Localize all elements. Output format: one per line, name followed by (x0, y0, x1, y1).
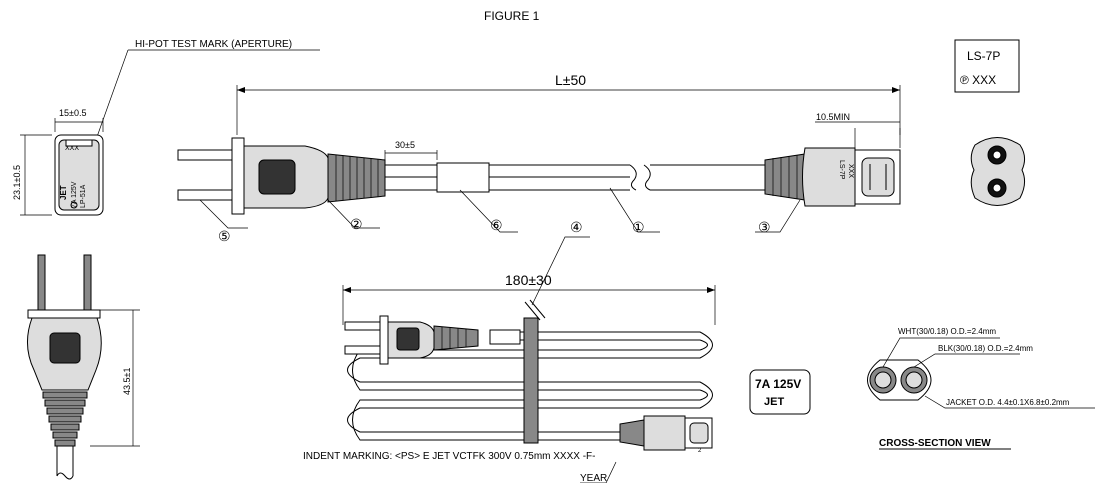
figure-title: FIGURE 1 (484, 9, 540, 23)
xs-blk-label: BLK(30/0.18) O.D.=2.4mm (938, 344, 1033, 353)
plug-face-model: LP-51A (80, 184, 87, 208)
hipot-leader (92, 49, 129, 149)
xs-title: CROSS-SECTION VIEW (879, 438, 991, 449)
plug-height-dim-line (20, 134, 52, 216)
jet-box-line2: JET (764, 396, 784, 408)
cross-section: WHT(30/0.18) O.D.=2.4mm BLK(30/0.18) O.D… (867, 327, 1095, 450)
jet-box-line1: 7A 125V (755, 377, 801, 391)
callout-2: ② (350, 216, 363, 232)
bundle-dim-line (342, 285, 716, 325)
bundled-cord (344, 299, 713, 451)
callout-6: ⑥ (490, 217, 503, 233)
sleeve-dim-line (384, 150, 438, 160)
plug-height-dim: 23.1±0.5 (12, 165, 22, 200)
indent-marking: INDENT MARKING: <PS> E JET VCTFK 300V 0.… (303, 451, 596, 462)
callout-3: ③ (758, 219, 771, 235)
ls-box-line1: LS-7P (967, 49, 1000, 63)
overall-length-dim: L±50 (555, 72, 586, 88)
plug-face-rating: 7A 125V (71, 181, 78, 208)
min-length-dim-line (815, 121, 901, 148)
hipot-label: HI-POT TEST MARK (APERTURE) (135, 39, 292, 50)
callout-4: ④ (570, 219, 583, 235)
connector-face-model: LS-7P (838, 160, 845, 180)
plug-side-dim-line (90, 309, 140, 447)
plug-face-xxx: XXX (65, 145, 79, 152)
bundle-dim: 180±30 (505, 272, 552, 288)
connector-face-xxx: XXX (847, 164, 854, 178)
ls-box-line2: ℗ XXX (960, 73, 996, 87)
year-label: YEAR (580, 473, 607, 483)
ls-label-box: LS-7P ℗ XXX (954, 39, 1020, 93)
overall-length-dim-line (236, 85, 901, 135)
plug-face-jet: JET (59, 185, 68, 200)
year-leader (580, 461, 617, 483)
min-length-dim: 10.5MIN (816, 112, 850, 122)
jet-label-box: 7A 125V JET (749, 369, 811, 415)
plug-width-dim-line (54, 118, 104, 132)
plug-side-dim: 43.5±1 (122, 368, 132, 395)
plug-front-view: XXX JET 7A 125V LP-51A (54, 134, 104, 216)
indent-superscript: 2 (698, 448, 702, 454)
plug-side-view (27, 254, 102, 480)
main-cable (385, 162, 765, 193)
plug-width-dim: 15±0.5 (59, 108, 86, 118)
xs-wht-label: WHT(30/0.18) O.D.=2.4mm (898, 327, 996, 336)
xs-jacket-label: JACKET O.D. 4.4±0.1X6.8±0.2mm (946, 398, 1070, 407)
callouts: ⑤ ② ⑥ ① ③ ④ (199, 187, 801, 306)
sleeve-dim: 30±5 (395, 140, 415, 150)
main-plug (177, 137, 386, 215)
connector-end-view (970, 137, 1026, 206)
main-connector: LS-7P XXX (764, 147, 901, 207)
callout-5: ⑤ (218, 228, 231, 244)
callout-1: ① (632, 219, 645, 235)
